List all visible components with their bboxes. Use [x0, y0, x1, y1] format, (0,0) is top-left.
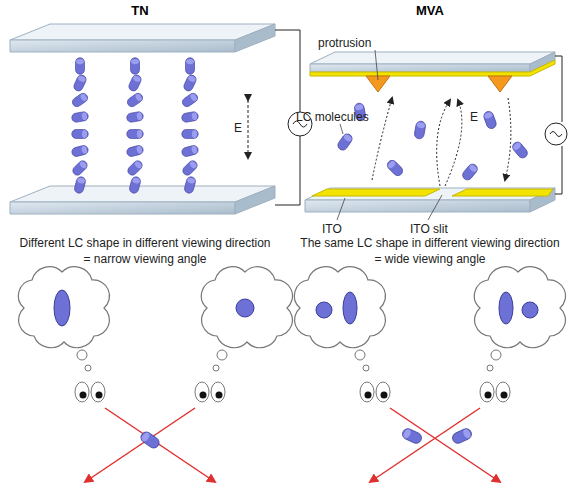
- lc-molecule: [127, 130, 144, 139]
- lc-molecule: [127, 74, 142, 93]
- lc-molecule: [72, 130, 89, 139]
- mva-cell: [305, 50, 567, 220]
- field-label: E: [234, 121, 242, 135]
- lc-molecule: [126, 159, 144, 177]
- lc-molecule: [129, 176, 142, 194]
- caption-line: Different LC shape in different viewing …: [19, 236, 270, 250]
- lc-molecule: [182, 74, 197, 93]
- part-label: ITO slit: [410, 222, 448, 236]
- caption-line: = narrow viewing angle: [83, 252, 206, 266]
- viewing-figure: [18, 267, 565, 482]
- lc-molecule: [126, 111, 144, 123]
- lc-molecule: [181, 145, 199, 158]
- lc-molecule: [71, 145, 89, 158]
- lc-molecule: [184, 176, 197, 194]
- lc-molecule: [76, 58, 85, 75]
- lc-molecule: [186, 58, 195, 75]
- caption-line: = wide viewing angle: [374, 252, 485, 266]
- lc-molecule: [181, 159, 199, 177]
- part-label: ITO: [322, 222, 342, 236]
- part-label: protrusion: [318, 36, 371, 50]
- panel-title: MVA: [416, 4, 444, 18]
- lc-molecule: [74, 176, 87, 194]
- lc-molecule: [71, 159, 89, 177]
- tn-cell: [10, 24, 312, 214]
- lc-molecule: [126, 92, 145, 109]
- field-label: E: [470, 110, 478, 124]
- lc-molecule: [131, 58, 140, 75]
- caption-line: The same LC shape in different viewing d…: [300, 236, 559, 250]
- lc-molecule: [181, 92, 200, 109]
- lc-molecule: [181, 111, 199, 123]
- part-label: LC molecules: [296, 110, 369, 124]
- lc-molecule: [71, 111, 89, 123]
- lc-molecule: [71, 92, 90, 109]
- lc-molecule: [126, 145, 144, 158]
- lc-molecule: [182, 130, 199, 139]
- panel-title: TN: [131, 4, 148, 18]
- lc-molecule: [72, 74, 87, 93]
